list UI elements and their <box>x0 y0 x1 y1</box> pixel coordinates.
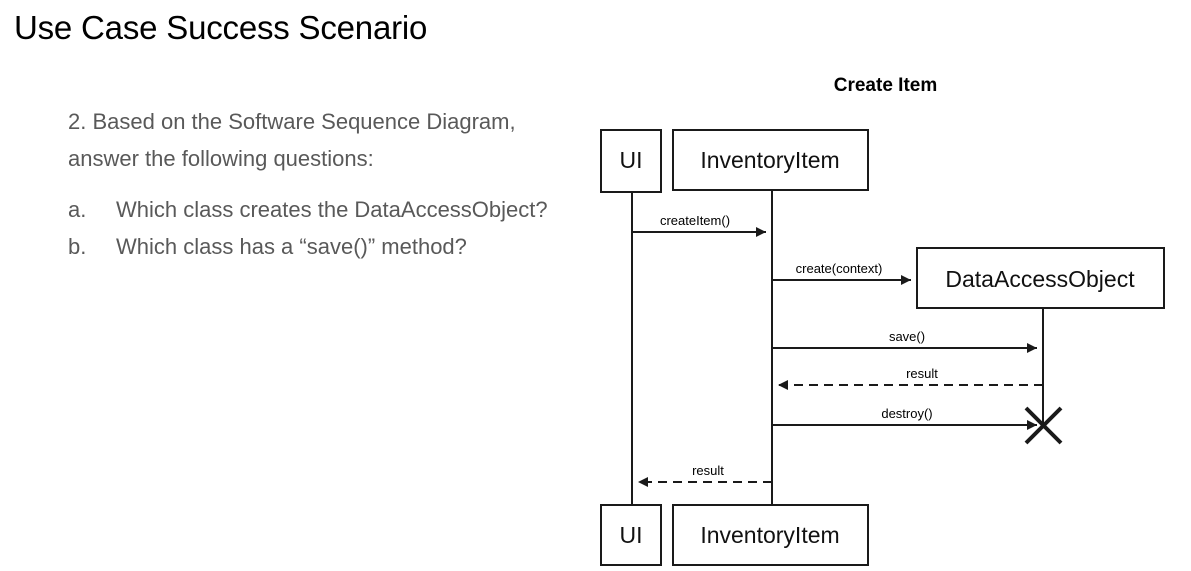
participant-head-inventoryitem-label: InventoryItem <box>700 147 839 173</box>
message-createitem-label: createItem() <box>660 213 730 228</box>
message-create-context-label: create(context) <box>796 261 883 276</box>
participant-foot-inventoryitem[interactable]: InventoryItem <box>672 504 869 566</box>
message-destroy-label: destroy() <box>881 406 932 421</box>
participant-head-dataaccessobject-label: DataAccessObject <box>945 266 1135 292</box>
participant-foot-ui[interactable]: UI <box>600 504 662 566</box>
participant-head-ui[interactable]: UI <box>600 129 662 193</box>
message-createitem: createItem() <box>632 213 766 237</box>
question-marker-a: a. <box>68 197 87 222</box>
diagram-title-text: Create Item <box>833 75 938 96</box>
body-copy: 2. Based on the Software Sequence Diagra… <box>68 103 558 265</box>
page-title: Use Case Success Scenario <box>14 9 428 46</box>
diagram-title: Create Item <box>580 75 1191 97</box>
intro-paragraph: 2. Based on the Software Sequence Diagra… <box>68 109 516 171</box>
question-list: a. Which class creates the DataAccessObj… <box>68 191 558 265</box>
question-marker-b: b. <box>68 234 87 259</box>
message-result-ui: result <box>638 463 772 487</box>
message-create-context: create(context) <box>772 261 911 285</box>
question-text-a: Which class creates the DataAccessObject… <box>116 197 548 222</box>
message-result-dao-label: result <box>906 366 938 381</box>
message-save: save() <box>772 329 1037 353</box>
message-destroy: destroy() <box>772 406 1037 430</box>
message-result-ui-label: result <box>692 463 724 478</box>
participant-foot-ui-label: UI <box>620 522 643 548</box>
diagram-canvas: UI InventoryItem DataAccessObject create… <box>600 129 1165 566</box>
question-item-a: a. Which class creates the DataAccessObj… <box>68 191 558 228</box>
participant-head-dataaccessobject[interactable]: DataAccessObject <box>916 247 1165 309</box>
question-item-b: b. Which class has a “save()” method? <box>68 228 558 265</box>
participant-head-ui-label: UI <box>620 147 643 173</box>
destruction-x-icon <box>1024 406 1063 445</box>
participant-head-inventoryitem[interactable]: InventoryItem <box>672 129 869 191</box>
sequence-diagram: Create Item UI InventoryItem DataAccessO… <box>580 60 1191 571</box>
question-text-b: Which class has a “save()” method? <box>116 234 467 259</box>
message-result-dao: result <box>778 366 1043 390</box>
message-save-label: save() <box>889 329 925 344</box>
participant-foot-inventoryitem-label: InventoryItem <box>700 522 839 548</box>
